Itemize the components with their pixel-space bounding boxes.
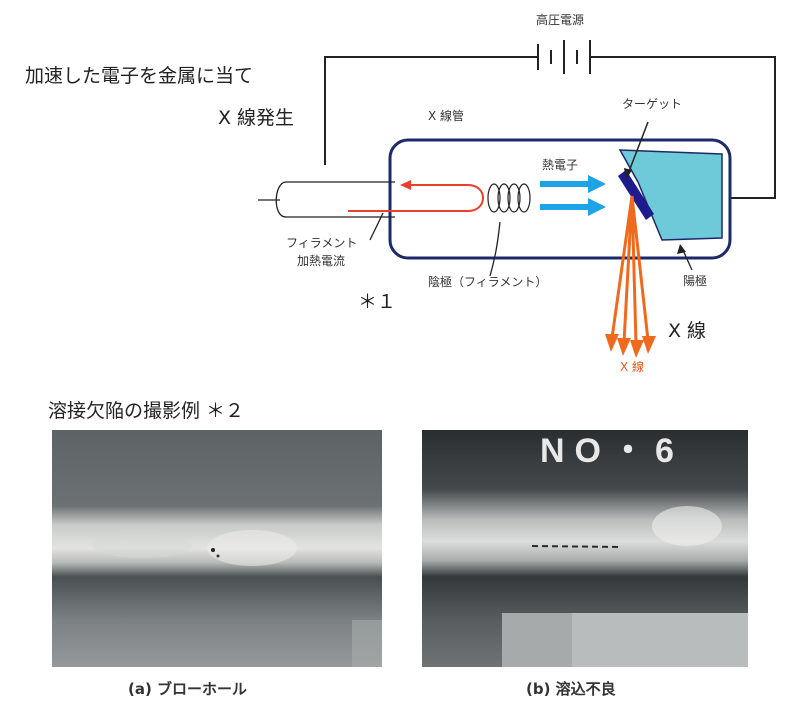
heading-line-2: X 線発生 bbox=[218, 107, 295, 129]
cathode-label: 陰極（フィラメント） bbox=[428, 275, 548, 289]
target-label: ターゲット bbox=[622, 97, 683, 111]
heading-line-1: 加速した電子を金属に当て bbox=[25, 65, 254, 87]
xray-label-red: X 線 bbox=[620, 360, 645, 374]
cathode-socket bbox=[258, 181, 395, 218]
photos-title: 溶接欠陥の撮影例 ＊２ bbox=[48, 400, 245, 422]
electron-arrows bbox=[540, 175, 606, 216]
filament-coil bbox=[487, 183, 531, 213]
caption-a: (a) ブローホール bbox=[128, 680, 248, 698]
anode bbox=[618, 149, 723, 241]
filament-current-arrow bbox=[348, 180, 484, 212]
target-plate bbox=[618, 170, 654, 220]
xray-beams bbox=[610, 195, 650, 345]
electrons-label: 熱電子 bbox=[542, 158, 579, 172]
xray-tube-diagram bbox=[258, 40, 776, 358]
radiograph-stamp: NO・6 bbox=[540, 432, 684, 470]
tube-label: X 線管 bbox=[428, 109, 465, 123]
cathode-leader bbox=[489, 221, 501, 277]
filament-leader bbox=[369, 212, 384, 241]
filament-current-label-1: フィラメント bbox=[286, 236, 358, 250]
radiograph-blowhole bbox=[52, 430, 382, 667]
circuit-wire-right bbox=[600, 56, 776, 199]
caption-b: (b) 溶込不良 bbox=[526, 680, 616, 698]
note-1: ＊１ bbox=[358, 291, 397, 313]
battery-icon bbox=[530, 40, 600, 74]
xray-label-large: X 線 bbox=[668, 320, 707, 342]
power-supply-label: 高圧電源 bbox=[536, 13, 585, 27]
target-pointer bbox=[627, 121, 649, 175]
xray-tube-envelope bbox=[388, 138, 732, 260]
anode-label: 陽極 bbox=[683, 274, 708, 288]
circuit-wire bbox=[324, 56, 530, 165]
filament-current-label-2: 加熱電流 bbox=[297, 254, 346, 268]
radiograph-incomplete-penetration: NO・6 bbox=[422, 430, 748, 667]
